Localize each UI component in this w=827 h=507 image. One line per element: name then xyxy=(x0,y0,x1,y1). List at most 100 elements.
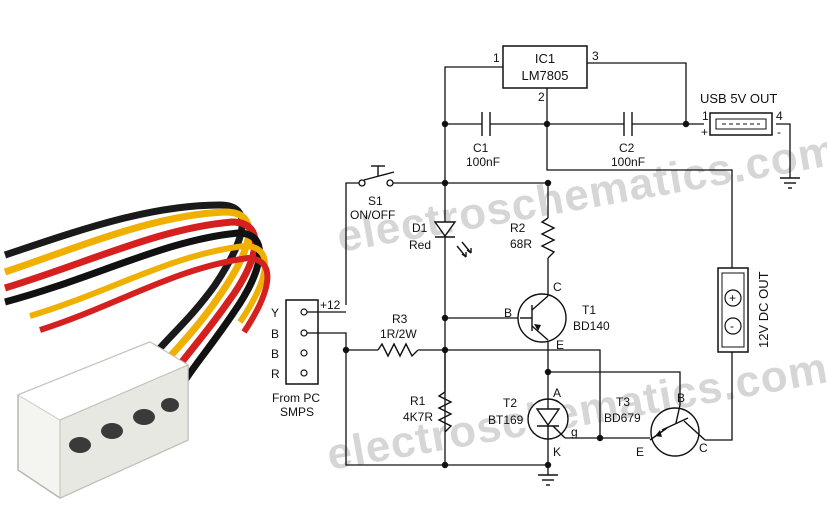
d1-name: D1 xyxy=(412,221,428,235)
r2-name: R2 xyxy=(510,221,526,235)
transistor-t1: B C E T1 BD140 xyxy=(504,280,610,352)
junctions xyxy=(342,120,690,469)
dc-plus: + xyxy=(729,291,736,305)
s1-lever xyxy=(363,171,395,181)
dc-plus-terminal xyxy=(724,289,742,307)
conn-12v: +12 xyxy=(320,298,341,312)
t1-e: E xyxy=(556,338,564,352)
t1-collector-lead xyxy=(531,295,549,311)
t3-part: BD679 xyxy=(604,411,641,425)
connector-hole-1 xyxy=(69,437,91,453)
t1-name: T1 xyxy=(582,303,596,317)
pc-connector: Y B B R +12 From PC SMPS xyxy=(271,298,341,419)
junction xyxy=(544,368,552,376)
thyristor-t2: A K g T2 BT169 xyxy=(488,386,578,459)
usb-plus: + xyxy=(701,125,708,139)
ic1-pin2: 2 xyxy=(538,90,545,104)
capacitor-c2: C2 100nF xyxy=(611,112,645,169)
conn-pin-label-b1: B xyxy=(271,327,279,341)
connector-hole-4 xyxy=(161,398,179,412)
ic1-name: IC1 xyxy=(535,51,555,66)
r1-zigzag xyxy=(437,391,453,433)
conn-pin-1 xyxy=(300,308,308,316)
wire-t3-collector xyxy=(705,352,733,441)
dc-inner xyxy=(721,272,745,348)
t2-triangle xyxy=(535,408,561,427)
resistor-r2: R2 68R xyxy=(510,217,556,259)
s1-desc: ON/OFF xyxy=(350,208,395,222)
t1-c: C xyxy=(553,280,562,294)
c2-value: 100nF xyxy=(611,155,645,169)
d1-color: Red xyxy=(409,238,431,252)
r3-name: R3 xyxy=(392,312,408,326)
connector-hole-2 xyxy=(101,423,123,439)
usb-pin4: 4 xyxy=(776,109,783,123)
connector-face xyxy=(59,364,189,499)
watermark-bottom: electroschematics.com xyxy=(323,343,827,479)
t2-a: A xyxy=(553,386,561,400)
conn-pin-label-y: Y xyxy=(271,306,279,320)
d1-arrow-2 xyxy=(466,248,472,254)
t3-c: C xyxy=(699,441,708,455)
ic1-pin3: 3 xyxy=(592,49,599,63)
r2-zigzag xyxy=(540,217,556,259)
wire-usb-gnd xyxy=(776,123,791,178)
d1-triangle xyxy=(433,221,457,238)
conn-pin-3 xyxy=(300,349,308,357)
conn-pin-4 xyxy=(300,369,308,377)
s1-contact-b xyxy=(386,179,394,187)
wire-black-2 xyxy=(4,229,263,390)
wire-yellow-2 xyxy=(29,242,268,324)
c1-name: C1 xyxy=(473,141,489,155)
ic1-part: LM7805 xyxy=(522,68,569,83)
t3-circle xyxy=(650,407,700,457)
usb-output: USB 5V OUT 1 4 + - xyxy=(700,91,783,139)
t3-base-lead xyxy=(675,404,681,424)
wire-switch-left xyxy=(345,182,360,305)
t3-arrow xyxy=(655,430,662,437)
r2-value: 68R xyxy=(510,237,532,251)
wire-yellow xyxy=(3,208,253,371)
molex-connector-illustration xyxy=(3,201,271,499)
t3-name: T3 xyxy=(616,395,630,409)
junction xyxy=(543,120,551,128)
usb-label: USB 5V OUT xyxy=(700,91,777,106)
t2-name: T2 xyxy=(503,396,517,410)
wires xyxy=(318,62,791,475)
conn-pin-label-b2: B xyxy=(271,347,279,361)
t2-part: BT169 xyxy=(488,413,524,427)
ic1-pin1: 1 xyxy=(493,51,500,65)
switch-s1: S1 ON/OFF xyxy=(350,165,395,222)
ic1-regulator: IC1 LM7805 1 3 2 xyxy=(493,45,599,104)
transistor-t3: B E C T3 BD679 xyxy=(604,391,708,459)
wire-ic-gnd xyxy=(546,88,733,268)
wire-t3-base xyxy=(548,371,681,405)
conn-from-line2: SMPS xyxy=(280,405,314,419)
ic1-body xyxy=(502,45,588,89)
s1-contact-a xyxy=(358,179,366,187)
t3-e: E xyxy=(636,445,644,459)
usb-minus: - xyxy=(777,125,781,139)
junction xyxy=(682,120,690,128)
t3-b: B xyxy=(677,391,685,405)
junction xyxy=(441,314,449,322)
c2-name: C2 xyxy=(619,141,635,155)
wire-conn-b xyxy=(318,332,347,350)
junction xyxy=(441,120,449,128)
watermark-top: electroschematics.com xyxy=(333,125,827,261)
wire-bottom-bus xyxy=(345,350,548,466)
t2-k: K xyxy=(553,445,561,459)
junction xyxy=(544,461,552,469)
ground-bottom xyxy=(538,474,558,486)
wire-r3-right xyxy=(418,349,601,438)
resistor-r1: R1 4K7R xyxy=(403,350,453,433)
wire-red-2 xyxy=(39,254,271,334)
t1-circle xyxy=(517,293,567,343)
junction xyxy=(342,346,350,354)
t1-part: BD140 xyxy=(573,319,610,333)
resistor-r3: R3 1R/2W xyxy=(377,312,419,358)
connector-hole-3 xyxy=(133,409,155,425)
usb-pin1: 1 xyxy=(702,109,709,123)
